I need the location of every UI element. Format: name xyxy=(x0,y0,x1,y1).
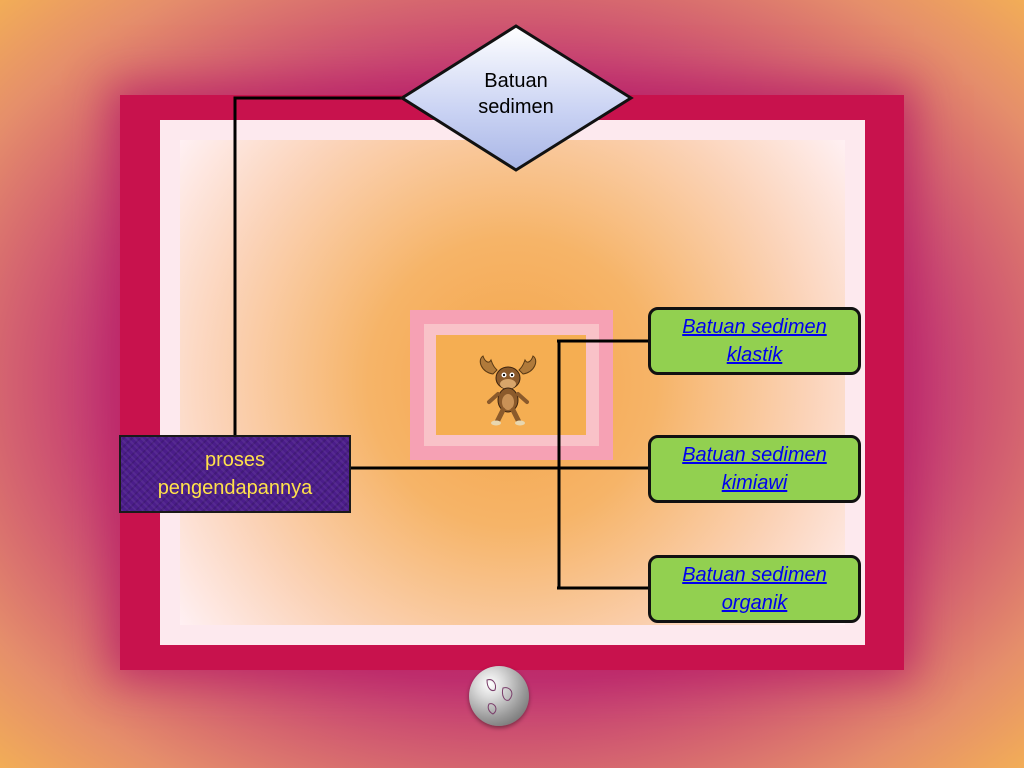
item-node-klastik-line1: Batuan sedimen xyxy=(682,316,827,338)
globe-continents-icon xyxy=(486,679,513,715)
root-node-line2: sedimen xyxy=(478,96,554,118)
item-node-kimiawi-line1: Batuan sedimen xyxy=(682,444,827,466)
item-node-organik: Batuan sedimen organik xyxy=(648,555,861,623)
item-node-klastik-line2: klastik xyxy=(726,344,783,366)
process-node-line1: proses xyxy=(204,449,265,471)
link-batuan-sedimen-klastik[interactable]: Batuan sedimen klastik xyxy=(682,313,827,369)
root-to-process-line xyxy=(233,96,403,437)
process-node-line2: pengendapannya xyxy=(157,477,313,499)
item-node-organik-line1: Batuan sedimen xyxy=(682,564,827,586)
item-node-klastik: Batuan sedimen klastik xyxy=(648,307,861,375)
item-node-kimiawi: Batuan sedimen kimiawi xyxy=(648,435,861,503)
globe-icon[interactable] xyxy=(469,666,529,726)
item-node-kimiawi-line2: kimiawi xyxy=(721,472,788,494)
moose-cartoon-icon xyxy=(479,355,537,426)
root-node: Batuan sedimen xyxy=(452,68,580,120)
item-node-organik-line2: organik xyxy=(721,592,788,614)
link-batuan-sedimen-organik[interactable]: Batuan sedimen organik xyxy=(682,561,827,617)
root-node-line1: Batuan xyxy=(484,70,548,92)
process-node: proses pengendapannya xyxy=(119,435,351,513)
link-batuan-sedimen-kimiawi[interactable]: Batuan sedimen kimiawi xyxy=(682,441,827,497)
root-diamond-shape xyxy=(399,24,634,172)
